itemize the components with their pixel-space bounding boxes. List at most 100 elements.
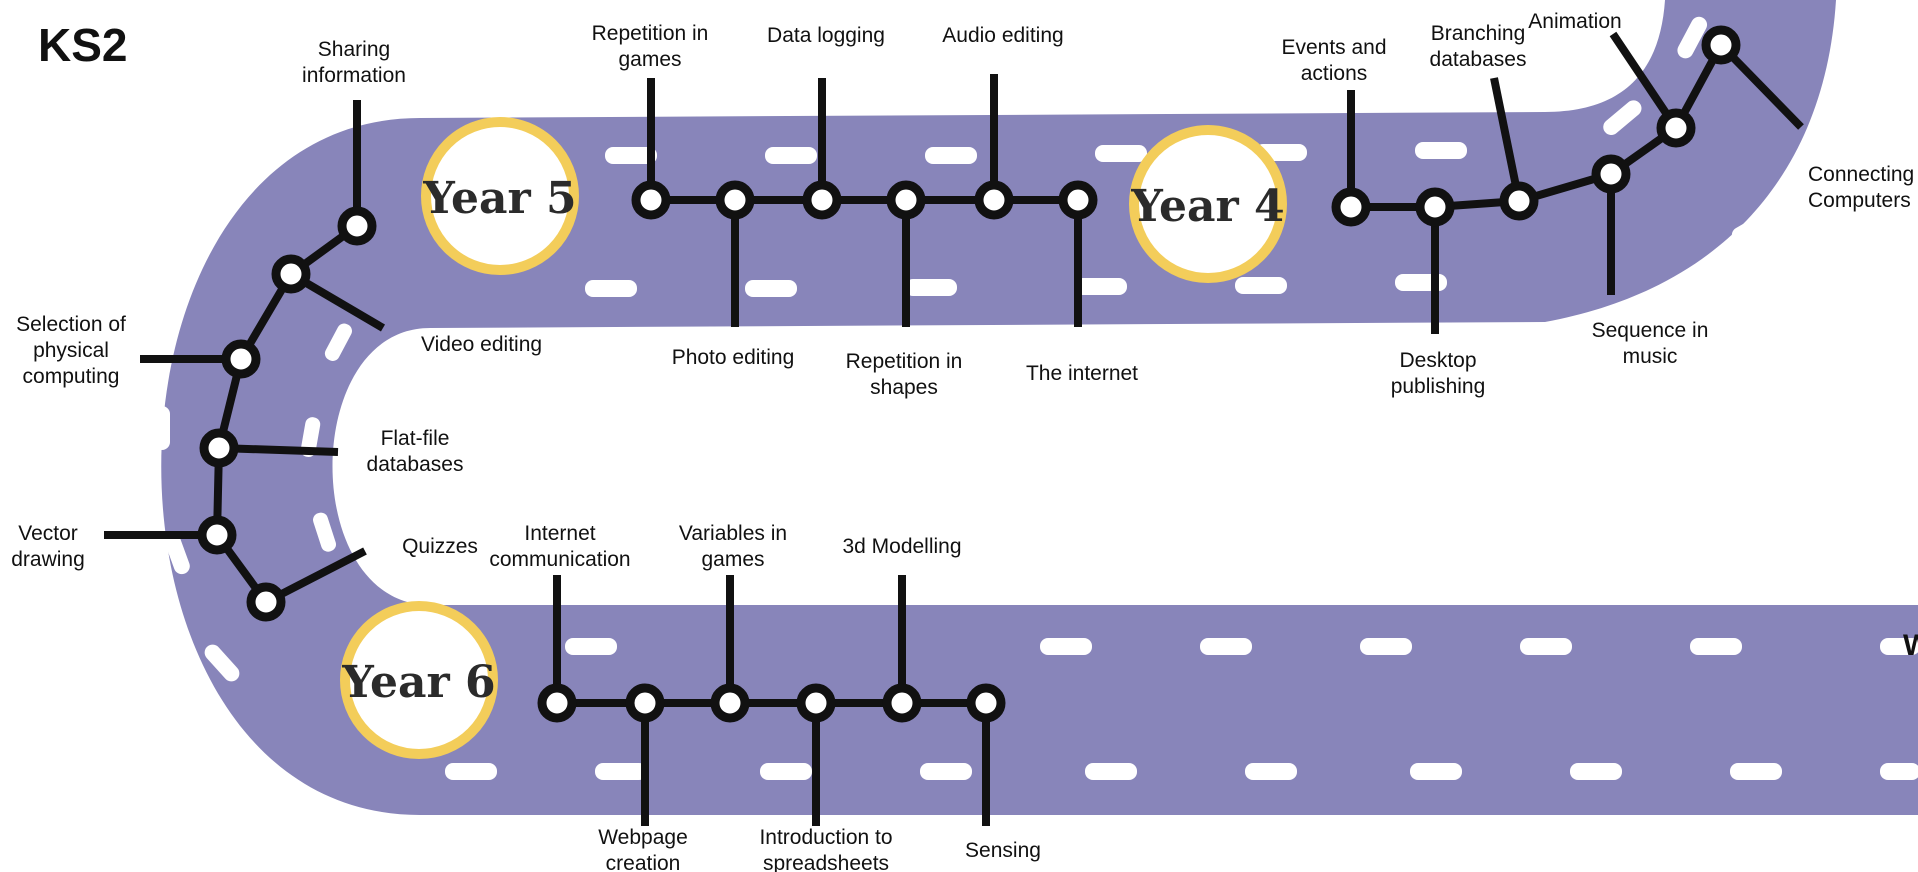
node-internet-communication <box>537 683 577 723</box>
label-sensing: Sensing <box>965 839 1041 862</box>
label-photo-editing: Photo editing <box>672 346 795 369</box>
topic-stems <box>104 31 1804 826</box>
node-introduction-to-spreadsheets <box>796 683 836 723</box>
road-dash <box>765 147 817 164</box>
road-dash <box>1410 763 1462 780</box>
road-dash <box>204 644 240 682</box>
node-events-and-actions <box>1331 187 1371 227</box>
road-dash <box>585 280 637 297</box>
road-dash <box>1818 86 1847 129</box>
road-dash <box>1880 763 1918 780</box>
road-dash <box>1395 274 1447 291</box>
road-dash <box>164 281 190 325</box>
node-quizzes <box>246 582 286 622</box>
node-audio-editing <box>974 180 1014 220</box>
road-dash <box>1235 277 1287 294</box>
stem-branching-databases <box>1490 77 1523 202</box>
node-repetition-in-shapes <box>886 180 926 220</box>
road-dash <box>1690 638 1742 655</box>
road-dash <box>1040 638 1092 655</box>
road-dash <box>1677 16 1708 59</box>
road-dash <box>1880 638 1918 655</box>
node-sequence-in-music <box>1591 154 1631 194</box>
year5-badge: Year 5 <box>421 117 579 275</box>
road-dash <box>1075 278 1127 295</box>
road-dash <box>445 763 497 780</box>
node-webpage-creation <box>625 683 665 723</box>
road-dash <box>905 279 957 296</box>
label-audio-editing: Audio editing <box>942 24 1063 47</box>
road-dash <box>164 531 190 575</box>
road-dash <box>605 147 657 164</box>
road-dash <box>565 638 617 655</box>
label-video-editing: Video editing <box>421 333 542 356</box>
road-dash <box>200 179 234 217</box>
node-sharing-information <box>337 206 377 246</box>
year6-badge: Year 6 <box>340 601 498 759</box>
year6-label: Year 6 <box>341 657 495 708</box>
year4-label: Year 4 <box>1130 181 1284 232</box>
year5-label: Year 5 <box>422 173 576 224</box>
stem-flat-file-databases <box>218 444 339 456</box>
node-data-logging <box>802 180 842 220</box>
road-dashes <box>154 16 1918 780</box>
node-animation <box>1656 108 1696 148</box>
road-dash <box>920 763 972 780</box>
node-desktop-publishing <box>1415 187 1455 227</box>
road-dash <box>925 147 977 164</box>
node-video-editing <box>271 254 311 294</box>
node-variables-in-games <box>710 683 750 723</box>
node-selection-of-physical-computing <box>221 339 261 379</box>
road-dash <box>760 763 812 780</box>
label-the-internet: The internet <box>1026 362 1138 385</box>
road-dash <box>1520 638 1572 655</box>
label-3d-modelling: 3d Modelling <box>842 535 961 558</box>
node-repetition-in-games <box>631 180 671 220</box>
road-dash <box>1603 100 1642 135</box>
timeline-nodes <box>197 25 1741 723</box>
road-dash <box>1415 142 1467 159</box>
node-sensing <box>966 683 1006 723</box>
road-dash <box>1200 638 1252 655</box>
road-dash <box>1095 145 1147 162</box>
node-vector-drawing <box>197 515 237 555</box>
road-dash <box>1360 638 1412 655</box>
year4-badge: Year 4 <box>1129 125 1287 283</box>
year6-badge-ring <box>340 601 498 759</box>
road-dash <box>154 406 170 450</box>
label-data-logging: Data logging <box>767 24 885 47</box>
road-dash <box>313 512 337 552</box>
label-quizzes: Quizzes <box>402 535 478 558</box>
ks2-heading: KS2 <box>38 19 127 71</box>
label-animation: Animation <box>1528 10 1621 33</box>
node-3d-modelling <box>882 683 922 723</box>
node-branching-databases <box>1499 181 1539 221</box>
road-dash <box>1731 212 1773 243</box>
road-dash <box>1085 763 1137 780</box>
cut-off-edge-text: W <box>1903 629 1918 662</box>
road-dash <box>1245 763 1297 780</box>
road-dash <box>324 323 352 361</box>
road-dash <box>595 763 647 780</box>
road-dash <box>1730 763 1782 780</box>
node-connecting-computers <box>1701 25 1741 65</box>
road-dash <box>1570 763 1622 780</box>
node-photo-editing <box>715 180 755 220</box>
